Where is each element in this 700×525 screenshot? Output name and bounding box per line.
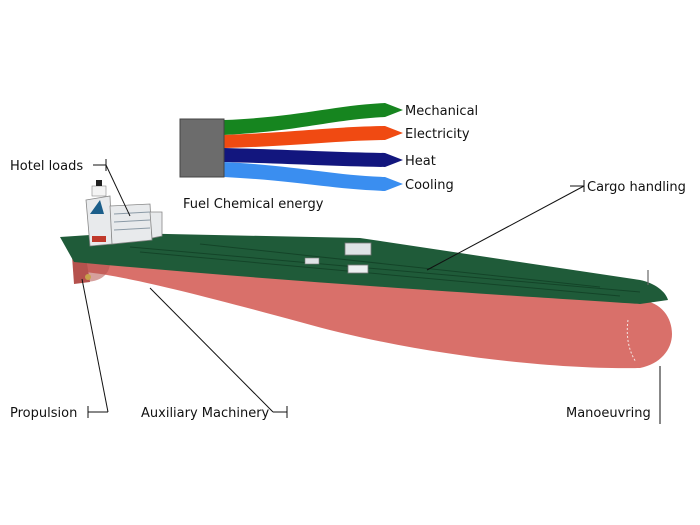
leader-lines [81, 159, 661, 424]
consumer-labels: Hotel loads Cargo handling Propulsion Au… [10, 159, 686, 421]
label-hotel-loads: Hotel loads [10, 159, 83, 174]
flow-cooling [224, 162, 403, 191]
label-cargo-handling: Cargo handling [587, 180, 686, 195]
bow-outline [626, 319, 637, 363]
propeller [85, 274, 91, 280]
flow-label-heat: Heat [405, 154, 436, 169]
tanker-ship-illustration [60, 180, 672, 369]
deck-crane [347, 264, 369, 274]
energy-flow-chart: Mechanical Electricity Heat Cooling Fuel… [179, 103, 478, 212]
label-auxiliary-machinery: Auxiliary Machinery [141, 406, 270, 421]
label-manoeuvring: Manoeuvring [566, 406, 651, 421]
superstructure [85, 180, 163, 247]
flow-mechanical [224, 103, 403, 135]
flow-label-mechanical: Mechanical [405, 104, 478, 119]
ship-hull [74, 258, 672, 369]
deck-manifold [344, 242, 372, 256]
flow-label-cooling: Cooling [405, 178, 454, 193]
label-propulsion: Propulsion [10, 406, 77, 421]
flow-heat [224, 148, 403, 167]
deck-piping [129, 243, 641, 297]
source-label: Fuel Chemical energy [183, 197, 324, 212]
deck-hose-rack [304, 257, 320, 265]
fuel-source-box [179, 118, 225, 178]
flow-electricity [224, 126, 403, 148]
flow-label-electricity: Electricity [405, 127, 470, 142]
